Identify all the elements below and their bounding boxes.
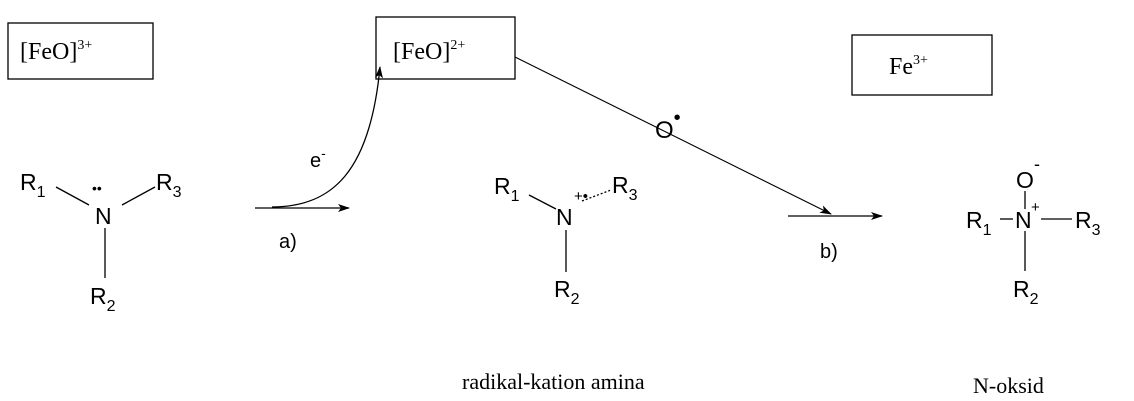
box-feo-2plus-base: [FeO]	[393, 39, 450, 65]
n-oxide-r1: R1	[966, 207, 992, 239]
step-b-label: b)	[820, 241, 838, 263]
box-fe-3plus-base: Fe	[889, 54, 913, 80]
box-feo-3plus-base: [FeO]	[20, 39, 77, 65]
oxygen-radical-label: O•	[655, 107, 681, 144]
n-oxide-structure: O - N + R1 R3 R2 N-oksid	[966, 154, 1101, 398]
n-oxide-n: N	[1015, 207, 1032, 233]
radical-cation-n: N	[556, 204, 573, 230]
amine-r1: R1	[20, 169, 46, 201]
amine-r2: R2	[90, 283, 116, 315]
box-feo-3plus-sup: 3+	[77, 38, 92, 53]
n-oxide-n-charge: +	[1031, 199, 1040, 216]
svg-text:[FeO]3+: [FeO]3+	[20, 38, 92, 65]
n-oxide-label: N-oksid	[973, 373, 1044, 398]
radical-cation-r2: R2	[554, 276, 580, 308]
box-feo-2plus-sup: 2+	[450, 38, 465, 53]
electron-transfer-arrow	[271, 66, 383, 208]
box-fe-3plus: Fe3+	[851, 34, 993, 96]
box-feo-2plus: [FeO]2+	[375, 16, 516, 80]
radical-cation-r3: R3	[612, 172, 638, 204]
radical-cation-r1: R1	[494, 173, 520, 205]
svg-text:[FeO]2+: [FeO]2+	[393, 38, 465, 65]
amine-lone-pair: ••	[92, 180, 102, 196]
amine-r3: R3	[156, 169, 182, 201]
n-oxide-r2: R2	[1013, 276, 1039, 308]
electron-label: e-	[310, 145, 326, 172]
amine-n: N	[95, 203, 112, 229]
step-a: e- a)	[255, 66, 383, 253]
radical-cation-charge: +•	[574, 188, 588, 205]
oxygen-transfer-arrow	[514, 56, 832, 215]
n-oxide-r3: R3	[1075, 207, 1101, 239]
step-b: O• b)	[514, 56, 883, 263]
amine-structure: R1 R3 N •• R2	[20, 169, 182, 315]
n-oxide-oxygen-charge: -	[1034, 154, 1040, 174]
radical-cation-structure: R1 R3 N +• R2 radikal-kation amina	[462, 172, 645, 394]
step-a-label: a)	[279, 231, 297, 253]
box-feo-3plus: [FeO]3+	[7, 22, 154, 80]
box-fe-3plus-sup: 3+	[913, 53, 928, 68]
svg-text:Fe3+: Fe3+	[889, 53, 928, 80]
radical-cation-label: radikal-kation amina	[462, 369, 645, 394]
n-oxide-oxygen: O	[1016, 167, 1034, 193]
